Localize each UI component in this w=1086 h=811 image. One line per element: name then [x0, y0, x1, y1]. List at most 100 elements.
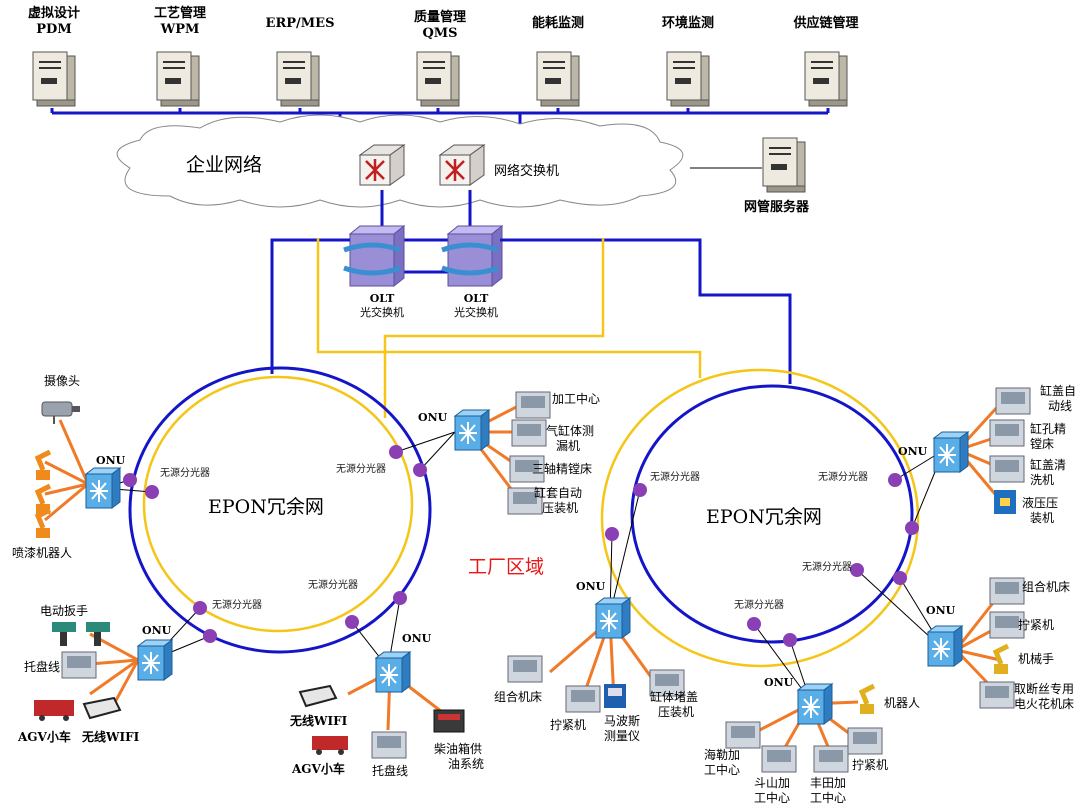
onu-label: ONU — [898, 445, 928, 458]
server-code: PDM — [36, 22, 72, 38]
plug-press-label: 缸体堵盖 压装机 — [650, 690, 698, 720]
haas-line2: 工中心 — [704, 763, 741, 777]
robot-arm-icon — [34, 483, 52, 514]
mpos-gauge-label: 马波斯 测量仪 — [604, 714, 640, 744]
doosan-label: 斗山加 工中心 — [754, 776, 790, 806]
splitter-node — [633, 483, 647, 497]
splitter-node — [193, 601, 207, 615]
factory-area-label: 工厂区域 — [468, 556, 545, 578]
splitter-node — [747, 617, 761, 631]
olt-label-2: OLT 光交换机 — [448, 292, 504, 320]
left-ring-yellow — [142, 375, 414, 633]
camera-label: 摄像头 — [44, 374, 81, 388]
server-label-erp: ERP/MES — [258, 16, 342, 32]
doosan-line1: 斗山加 — [754, 776, 791, 790]
plug-press-line1: 缸体堵盖 — [650, 690, 699, 704]
tightener-icon — [565, 685, 601, 713]
robot-arm-icon — [992, 643, 1010, 674]
onu-icon — [137, 639, 173, 681]
onu-icon — [375, 651, 411, 693]
server-name: ERP/MES — [265, 16, 335, 31]
toyota-line1: 丰田加 — [810, 776, 847, 790]
leak-tester-line1: 气缸体测 — [546, 424, 595, 438]
splitter-node — [888, 473, 902, 487]
splitter-node — [850, 563, 864, 577]
cover-line-label: 缸盖自 动线 — [1040, 384, 1076, 414]
wifi-label-2: 无线WIFI — [290, 714, 348, 728]
right-ring-blue — [630, 384, 914, 644]
splitter-node — [413, 463, 427, 477]
onu-icon — [454, 409, 490, 451]
epon-backbone — [270, 238, 792, 418]
splitter-node — [203, 629, 217, 643]
pallet-line-icon — [371, 731, 407, 759]
pallet-line-icon — [61, 651, 97, 679]
wrench-icon — [52, 622, 110, 646]
splitter-node — [145, 485, 159, 499]
gauge-icon — [604, 684, 626, 708]
passive-splitters — [123, 445, 919, 647]
cover-line-line1: 缸盖自 — [1040, 384, 1077, 398]
camera-icon — [41, 401, 80, 424]
cover-wash-line2: 洗机 — [1030, 473, 1055, 487]
hydraulic-line2: 装机 — [1030, 511, 1055, 525]
auto-line-icon — [995, 387, 1031, 415]
olt-title: OLT — [369, 292, 395, 305]
splitter-node — [393, 591, 407, 605]
network-switch-label: 网络交换机 — [494, 164, 560, 179]
splitter-label: 无源分光器 — [818, 472, 868, 483]
onu-icon — [797, 683, 833, 725]
onu-label: ONU — [96, 454, 126, 467]
olt-switch-icon — [344, 226, 404, 286]
splitter-node — [389, 445, 403, 459]
diesel-system-label: 柴油箱供 油系统 — [434, 742, 484, 772]
diesel-line2: 油系统 — [448, 757, 485, 771]
splitter-node — [893, 571, 907, 585]
server-icon — [32, 51, 76, 107]
machining-center-icon — [813, 745, 849, 773]
splitter-label: 无源分光器 — [336, 464, 386, 475]
wifi-router-icon — [298, 684, 338, 708]
wifi-label: 无线WIFI — [82, 730, 140, 744]
combo-machine-icon — [507, 655, 543, 683]
agv-label: AGV小车 — [18, 730, 71, 744]
device-icons — [34, 387, 1031, 773]
mgmt-server-icon — [762, 137, 806, 193]
onu-icon — [595, 597, 631, 639]
washer-icon — [989, 455, 1025, 483]
robot-arm-label: 机械手 — [1018, 652, 1055, 666]
tightener-label-2: 拧紧机 — [1018, 618, 1055, 632]
machining-center-icon — [761, 745, 797, 773]
splitter-label: 无源分光器 — [308, 580, 358, 591]
combo-machine-icon — [989, 577, 1025, 605]
pallet-line-label: 托盘线 — [24, 660, 61, 674]
server-icon — [804, 51, 848, 107]
sleeve-press-line1: 缸套自动 — [534, 486, 583, 500]
mpos-line2: 测量仪 — [604, 729, 641, 743]
server-name: 工艺管理 — [153, 6, 206, 21]
mgmt-server-label: 网管服务器 — [744, 200, 810, 215]
robot-label: 机器人 — [884, 696, 921, 710]
onu-label: ONU — [402, 632, 432, 645]
olt-subtitle: 光交换机 — [360, 305, 404, 319]
splitter-node — [345, 615, 359, 629]
boring-3axis-label: 三轴精镗床 — [532, 462, 593, 476]
server-icon — [156, 51, 200, 107]
olt-subtitle: 光交换机 — [454, 305, 498, 319]
leak-tester-icon — [511, 419, 547, 447]
toyota-label: 丰田加 工中心 — [810, 776, 846, 806]
splitter-label: 无源分光器 — [734, 600, 784, 611]
combo-machine-label-2: 组合机床 — [1022, 580, 1071, 594]
olt-label-1: OLT 光交换机 — [354, 292, 410, 320]
right-ring-yellow — [600, 368, 920, 668]
hydraulic-line1: 液压压 — [1022, 496, 1059, 510]
agv-icon — [34, 700, 74, 721]
olt-switch-icon — [442, 226, 502, 286]
onu-label: ONU — [576, 580, 606, 593]
splitter-label: 无源分光器 — [212, 600, 262, 611]
splitter-label: 无源分光器 — [802, 562, 852, 573]
cover-wash-line1: 缸盖清 — [1030, 458, 1067, 472]
pallet-line-label-2: 托盘线 — [372, 764, 409, 778]
robot-arm-icon — [858, 683, 876, 714]
splitter-node — [605, 527, 619, 541]
